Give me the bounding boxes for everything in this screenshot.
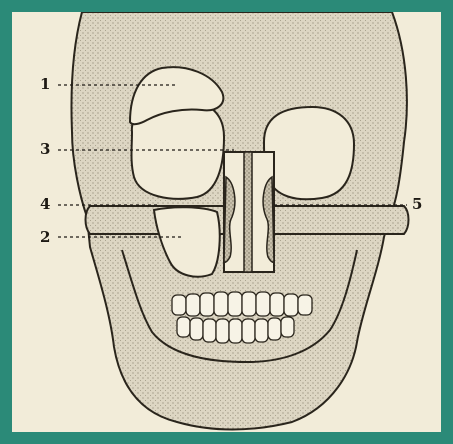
nasal-septum: [244, 152, 252, 272]
right-orbit: [264, 107, 354, 199]
label-zygomatic-right: 5: [412, 197, 422, 212]
anatomical-plate: 1 3 4 2 5: [12, 12, 441, 432]
label-frontal-sinus: 1: [40, 77, 50, 92]
lower-teeth: [177, 317, 294, 343]
label-nasal-septum: 3: [40, 142, 50, 157]
label-conchae-left: 4: [40, 197, 50, 212]
upper-teeth: [172, 292, 312, 316]
label-maxillary-sinus: 2: [40, 230, 50, 245]
skull-illustration: [12, 12, 441, 432]
